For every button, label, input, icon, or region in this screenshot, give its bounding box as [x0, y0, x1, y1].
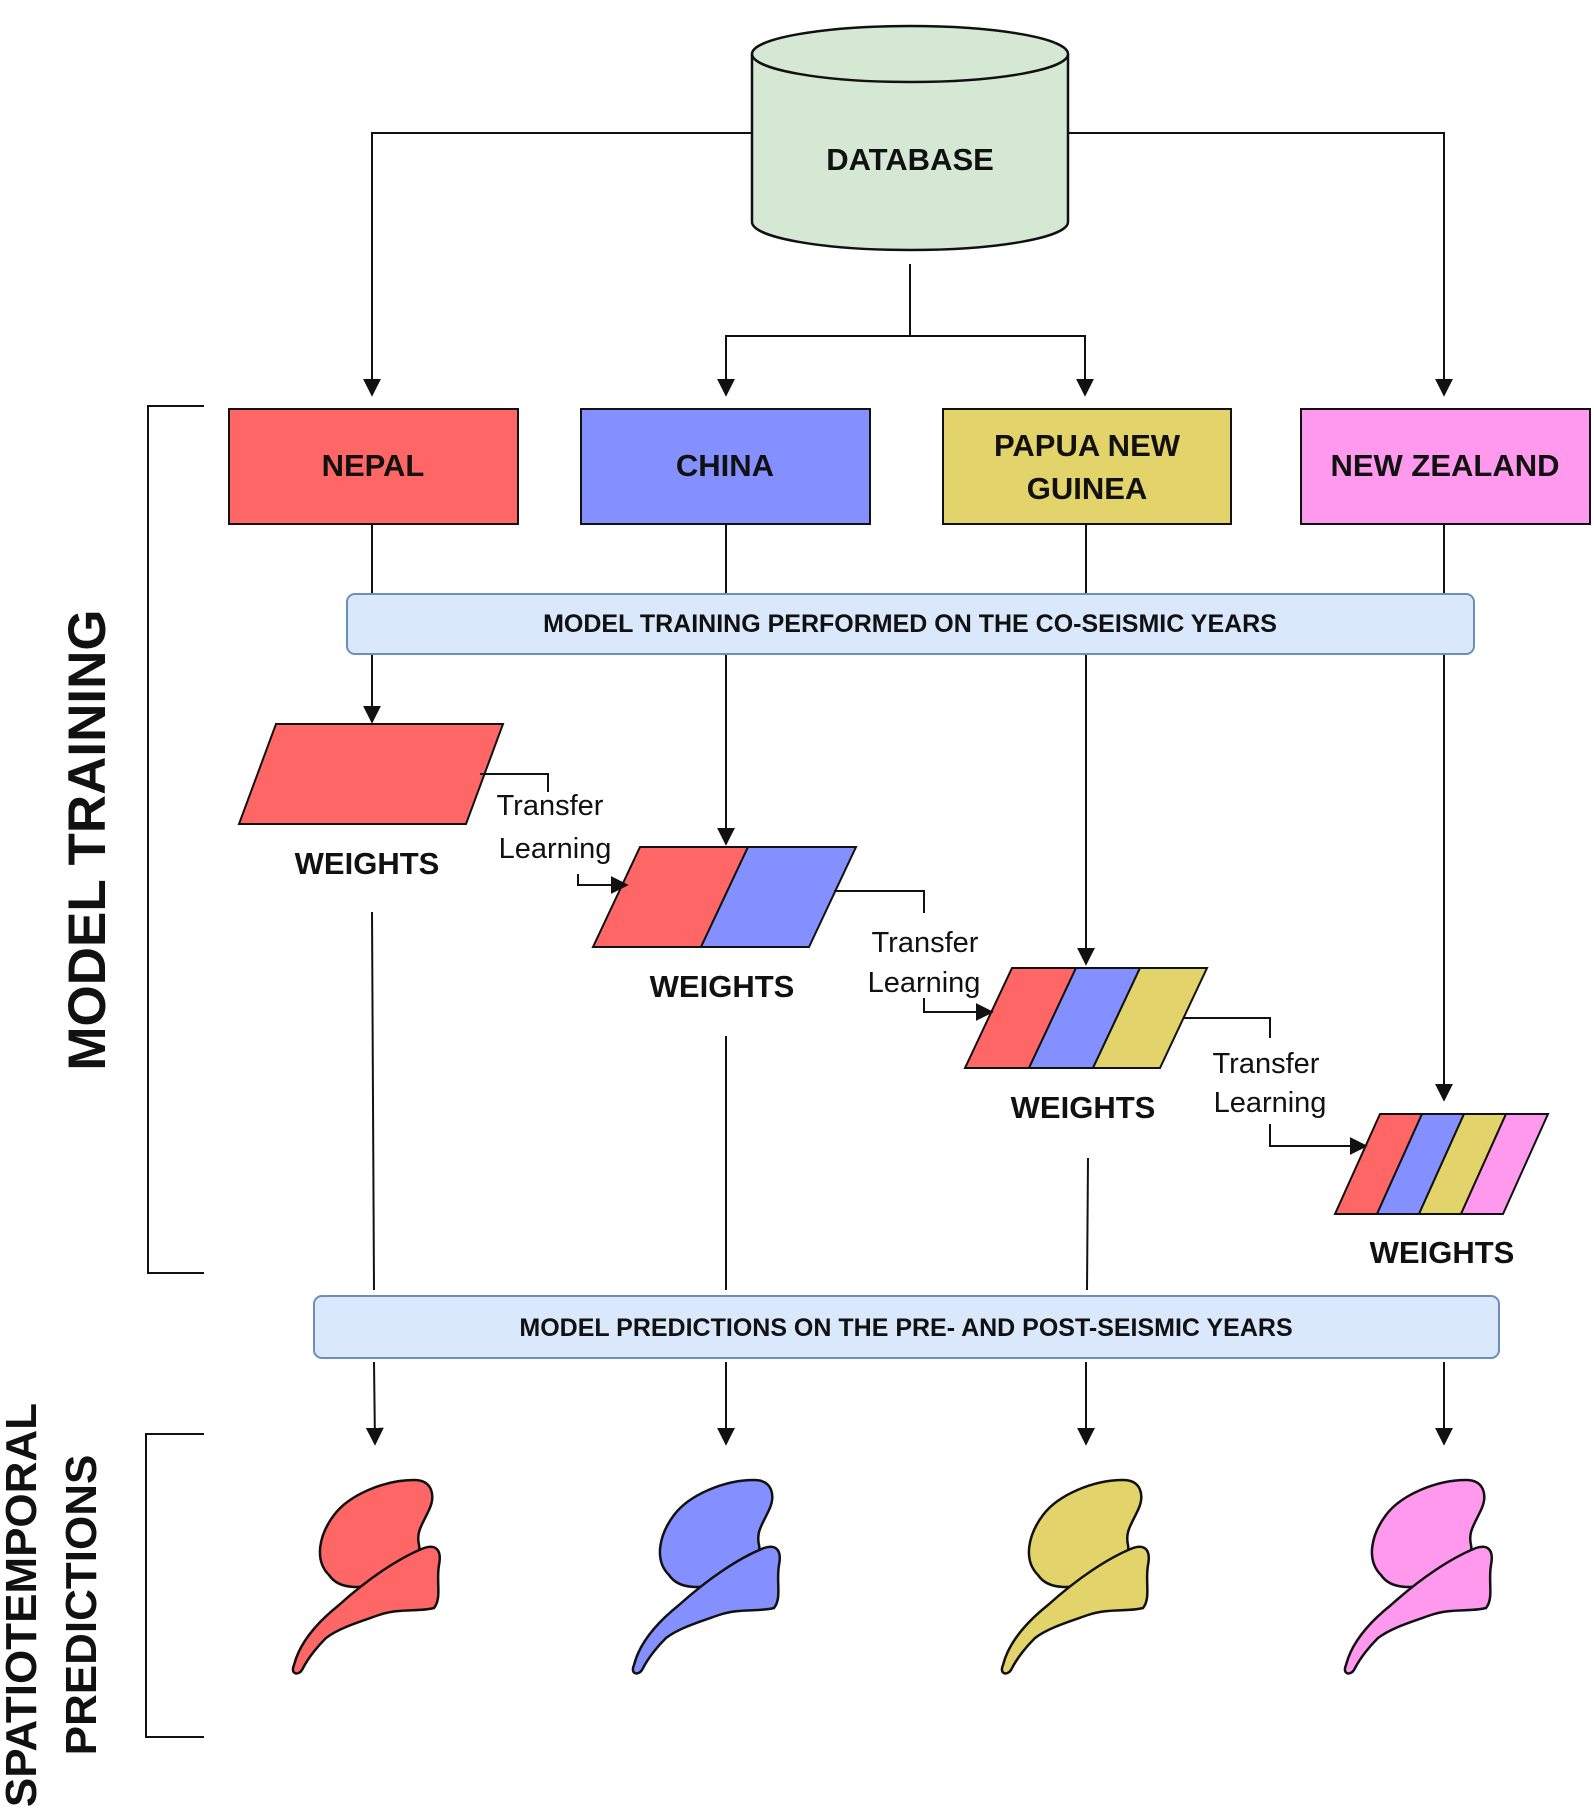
- database-label: DATABASE: [826, 142, 994, 177]
- country-label-china: CHINA: [676, 448, 774, 483]
- database-connectors: [363, 132, 1453, 397]
- country-box-papua-new-guinea: PAPUA NEW GUINEA: [942, 408, 1232, 525]
- country-label-nepal: NEPAL: [322, 448, 425, 483]
- weights-nz: WEIGHTS: [1333, 1113, 1550, 1270]
- prediction-banner: MODEL PREDICTIONS ON THE PRE- AND POST-S…: [313, 1295, 1500, 1359]
- prediction-map-china: [631, 1478, 782, 1675]
- database-top: [750, 24, 1070, 84]
- country-box-new-zealand: NEW ZEALAND: [1300, 408, 1591, 525]
- weights-label-nepal: WEIGHTS: [295, 846, 440, 881]
- weights-label-china: WEIGHTS: [650, 969, 795, 1004]
- transfer-learning-3: Transfer Learning: [1184, 1017, 1368, 1155]
- training-bracket: MODEL TRAINING: [58, 405, 204, 1274]
- prediction-map-png: [1000, 1478, 1151, 1675]
- training-section-label: MODEL TRAINING: [58, 609, 117, 1070]
- country-label-png-line2: GUINEA: [1027, 471, 1148, 506]
- weights-nepal: WEIGHTS: [237, 723, 505, 881]
- predictions-section-label-line2: PREDICTIONS: [57, 1455, 106, 1756]
- country-box-china: CHINA: [580, 408, 871, 525]
- weights-png: WEIGHTS: [963, 967, 1209, 1125]
- country-label-new-zealand: NEW ZEALAND: [1330, 448, 1559, 483]
- weights-china: WEIGHTS: [591, 846, 858, 1004]
- transfer-label-3-line1: Transfer: [1213, 1048, 1320, 1080]
- training-banner: MODEL TRAINING PERFORMED ON THE CO-SEISM…: [346, 593, 1475, 655]
- prediction-map-nepal: [291, 1478, 442, 1675]
- predictions-section-label-line1: SPATIOTEMPORAL: [0, 1403, 46, 1807]
- transfer-learning-2: Transfer Learning: [834, 890, 994, 1021]
- prediction-banner-label: MODEL PREDICTIONS ON THE PRE- AND POST-S…: [519, 1314, 1292, 1342]
- transfer-label-2-line1: Transfer: [872, 927, 979, 959]
- training-banner-label: MODEL TRAINING PERFORMED ON THE CO-SEISM…: [543, 610, 1277, 638]
- country-box-nepal: NEPAL: [228, 408, 519, 525]
- country-boxes: NEPAL CHINA PAPUA NEW GUINEA NEW ZEALAND: [228, 408, 1591, 525]
- weights-label-nz: WEIGHTS: [1370, 1235, 1515, 1270]
- database-body: [750, 54, 1070, 252]
- weights-label-png: WEIGHTS: [1011, 1090, 1156, 1125]
- prediction-map-nz: [1343, 1478, 1494, 1675]
- predictions-bracket: SPATIOTEMPORAL PREDICTIONS: [0, 1403, 204, 1807]
- prediction-maps: [291, 1478, 1494, 1675]
- country-label-png-line1: PAPUA NEW: [994, 428, 1181, 463]
- transfer-label-2-line2: Learning: [868, 967, 981, 999]
- transfer-label-3-line2: Learning: [1214, 1087, 1327, 1119]
- transfer-label-1-line2: Learning: [499, 833, 612, 865]
- database-cylinder: DATABASE: [750, 24, 1070, 252]
- transfer-label-1-line1: Transfer: [497, 790, 604, 822]
- transfer-learning-1: Transfer Learning: [480, 773, 629, 894]
- flow-connectors: [363, 524, 1453, 1446]
